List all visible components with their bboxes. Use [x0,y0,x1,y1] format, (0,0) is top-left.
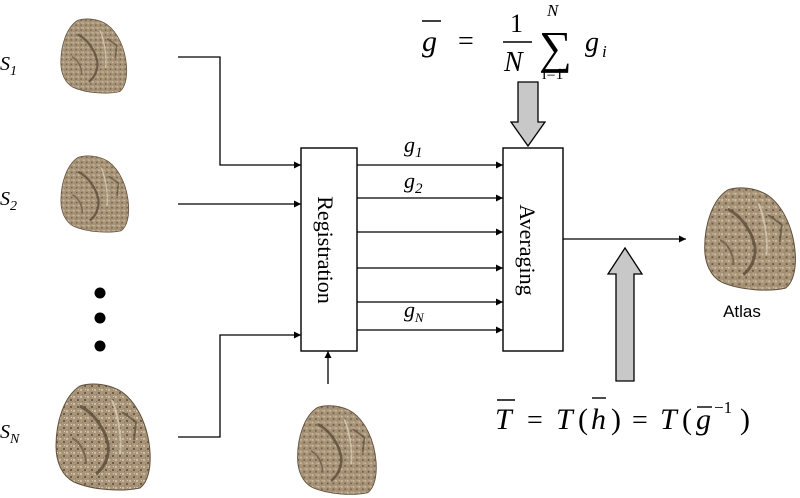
ellipsis-dot-3 [94,340,106,352]
atlas-transform-formula: T = T ( h ) = T ( g −1 ) [495,397,750,436]
input-label-s1: S1 [0,53,17,79]
formula-top-sum-upper: N [546,1,560,20]
transform-label-g2: g2 [404,168,423,197]
formula-top-sum-sign: ∑ [539,22,572,73]
input-lung-image-2 [59,154,130,234]
formula-bottom-lparen-1: ( [578,403,588,436]
connector-s1-to-registration [178,56,301,169]
formula-bottom-lhs: T [495,403,514,436]
formula-bottom-equals-2: = [632,405,648,436]
formula-bottom-g: g [696,403,711,436]
formula-bottom-t1: T [556,403,575,436]
mean-transform-arrow [509,81,547,148]
formula-bottom-exponent: −1 [714,398,732,417]
connector-sn-to-registration [178,331,301,438]
transform-label-g1: g1 [404,132,423,161]
input-lung-image-n [54,382,152,492]
atlas-label: Atlas [723,302,761,321]
registration-block [300,147,358,352]
formula-bottom-rparen-2: ) [740,403,750,436]
averaging-label: Averaging [515,204,540,295]
formula-top-numerator: 1 [510,9,523,38]
formula-top-denominator: N [503,47,524,78]
ellipsis-dot-1 [94,287,106,299]
averaging-block [502,147,564,352]
formula-bottom-lparen-2: ( [682,403,692,436]
formula-bottom-equals-1: = [527,405,543,436]
input-label-s2: S2 [0,188,17,214]
atlas-lung-image [703,186,797,292]
input-label-sn: SN [0,421,20,447]
formula-top-lhs: g [422,25,437,58]
transform-label-gn: gN [404,297,425,325]
formula-bottom-h: h [591,403,606,436]
atlas-transform-arrow [606,246,644,382]
formula-top-equals: = [458,26,474,57]
ellipsis-dot-2 [94,312,106,324]
reference-lung-image [296,404,378,496]
formula-bottom-rparen-1: ) [611,403,621,436]
formula-bottom-t2: T [660,403,679,436]
registration-label: Registration [313,196,338,304]
input-lung-image-1 [59,17,128,95]
formula-top-sum-lower: i=1 [542,66,563,83]
